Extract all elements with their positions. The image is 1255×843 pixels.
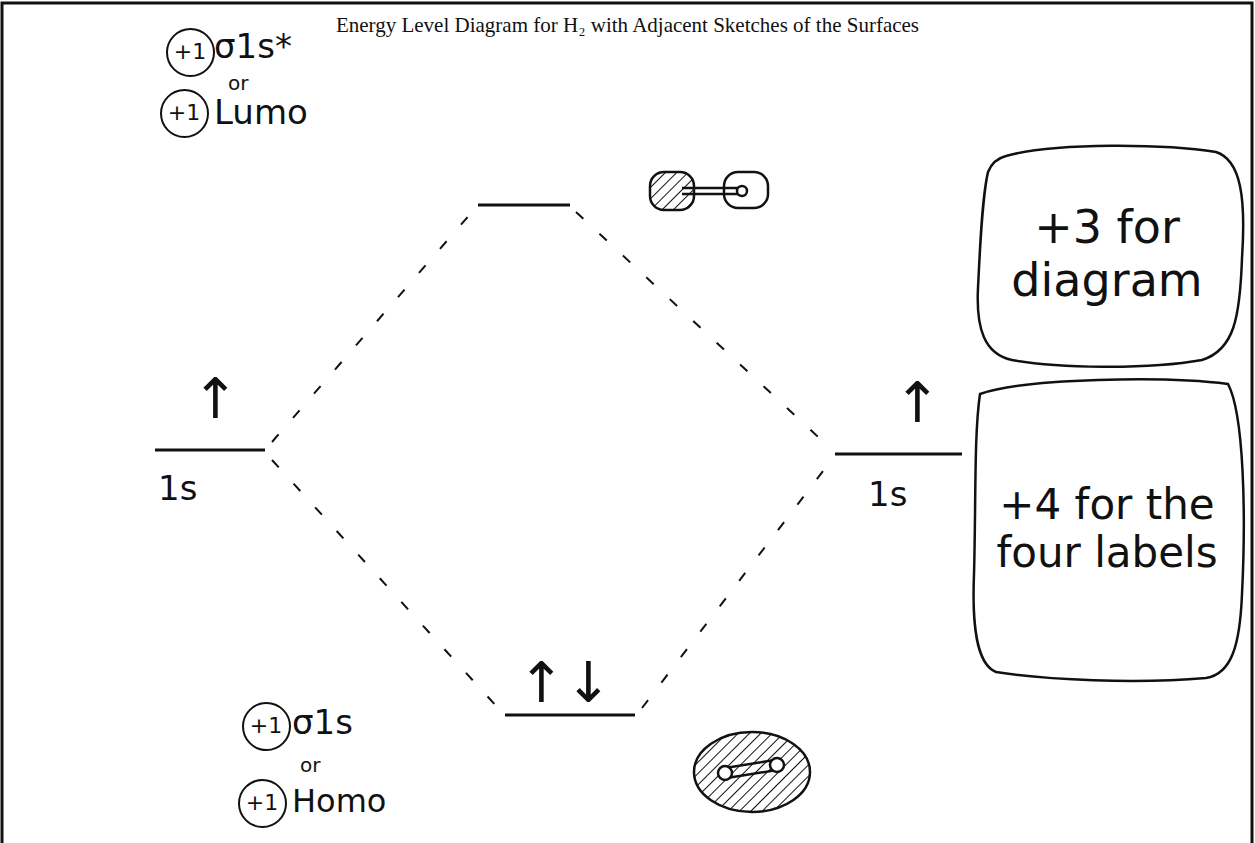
handwritten-label: Lumo	[214, 94, 308, 131]
note-text: +4 for the four labels	[991, 481, 1223, 578]
right-1s-level	[835, 453, 962, 456]
handwritten-label: σ1s	[292, 704, 353, 741]
lumo-level	[478, 204, 570, 207]
frame	[2, 3, 1252, 843]
handwritten-label: 1s	[158, 470, 197, 507]
handwritten-label: or	[300, 754, 320, 776]
handwritten-label: ↑↓	[518, 652, 612, 714]
score-text: +1	[246, 792, 278, 814]
homo-level	[505, 714, 635, 717]
bonding-sketch	[694, 732, 810, 812]
score-text: +1	[168, 102, 200, 124]
score-circle: +1	[238, 779, 287, 828]
antibonding-sketch	[650, 172, 768, 210]
correlation-lines	[272, 212, 830, 708]
score-note: +3 for diagram	[966, 138, 1248, 370]
handwritten-label: ↑	[192, 368, 239, 430]
handwritten-label: Homo	[292, 784, 386, 819]
score-circle: +1	[242, 702, 291, 751]
handwritten-label: σ1s*	[214, 28, 292, 65]
handwritten-label: 1s	[868, 476, 907, 513]
score-circle: +1	[160, 89, 209, 138]
score-note: +4 for the four labels	[966, 374, 1248, 684]
handwritten-label: or	[228, 72, 248, 94]
score-text: +1	[174, 41, 206, 63]
note-text: +3 for diagram	[991, 201, 1223, 307]
diagram-title: Energy Level Diagram for H₂ with Adjacen…	[0, 14, 1255, 37]
score-circle: +1	[166, 28, 215, 77]
left-1s-level	[155, 449, 265, 452]
handwritten-label: ↑	[894, 372, 941, 434]
score-text: +1	[250, 715, 282, 737]
